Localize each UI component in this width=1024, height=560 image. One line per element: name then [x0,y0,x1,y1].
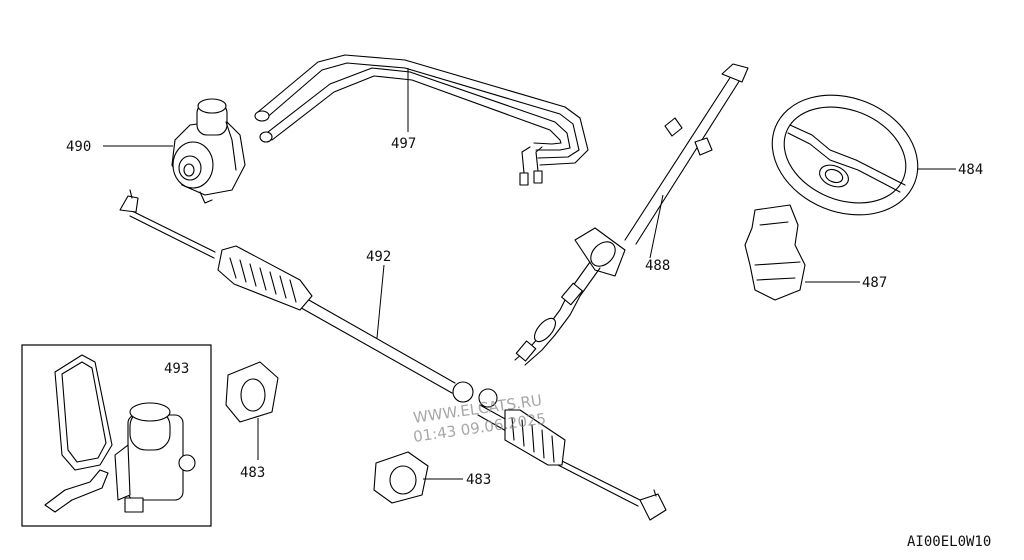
callout-490: 490 [66,139,91,155]
steering-wheel-484 [771,94,919,216]
rubber-mount-483-upper [225,361,279,423]
inset-pump-belt-493 [44,354,196,513]
rubber-mount-483-lower [373,451,429,504]
callout-492: 492 [366,249,391,265]
diagram-code: AI00EL0W10 [907,534,991,550]
callout-488: 488 [645,258,670,274]
inset-box-493 [21,344,212,527]
leader-492 [376,264,385,339]
callout-484: 484 [958,162,983,178]
callout-487: 487 [862,275,887,291]
callout-493: 493 [164,361,189,377]
hydraulic-hoses-497 [254,54,589,186]
leader-488 [649,194,664,259]
steering-gear-rack-492 [119,189,667,521]
callout-497: 497 [391,136,416,152]
steering-column-488 [514,63,749,366]
callout-483-upper: 483 [240,465,265,481]
power-steering-pump-490 [171,98,246,204]
column-cover-487 [744,204,806,301]
callout-483-lower: 483 [466,472,491,488]
